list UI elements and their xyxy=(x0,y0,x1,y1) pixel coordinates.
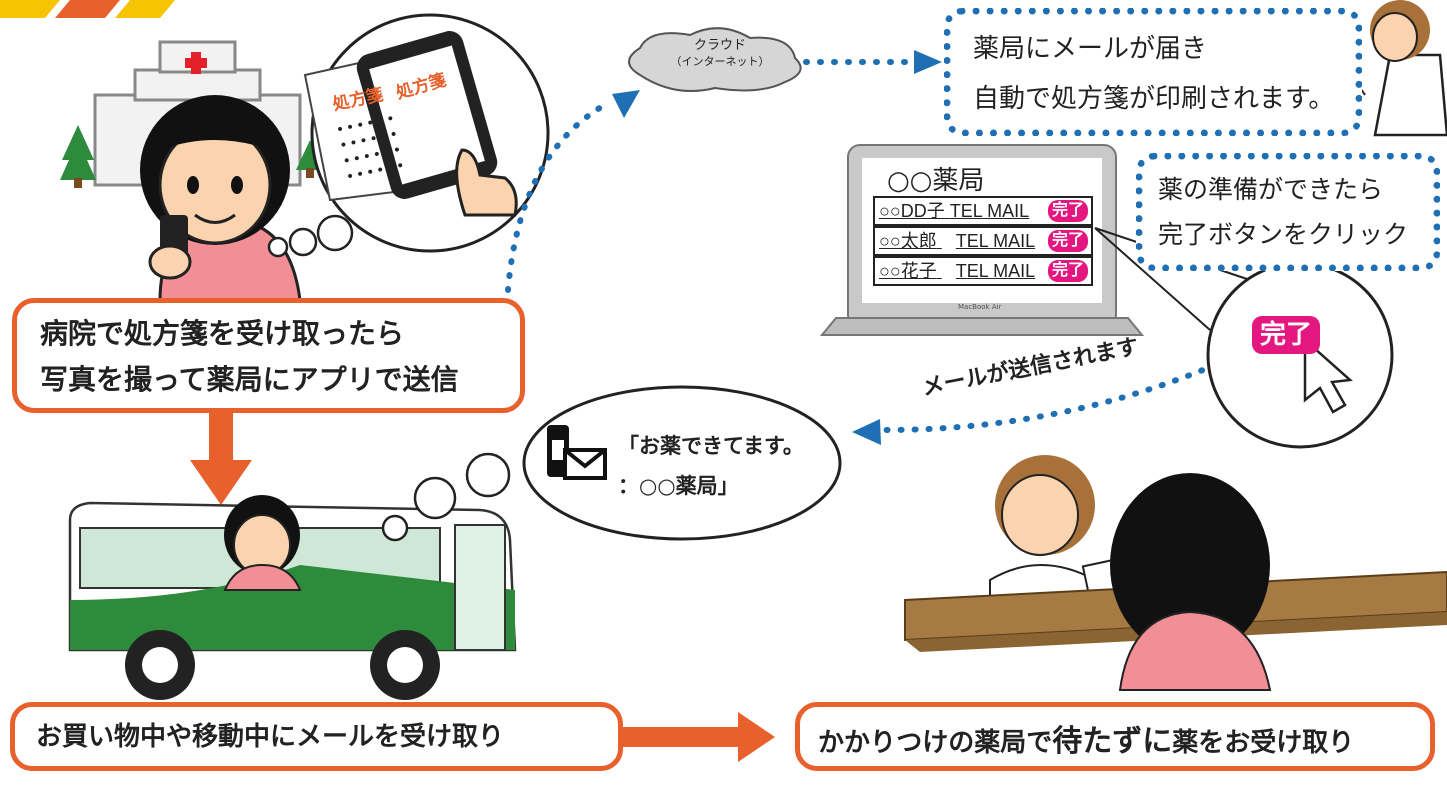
arrow-to-cloud xyxy=(505,99,613,293)
decoration-stripes xyxy=(0,0,175,18)
done-button[interactable]: 完了 xyxy=(1047,260,1088,282)
bus-icon xyxy=(68,452,517,700)
arrow-head-cloud xyxy=(612,90,640,118)
step2-text: お買い物中や移動中にメールを受け取り xyxy=(36,722,505,752)
patient-name: ○○太郎 xyxy=(879,231,937,251)
cloud-label-line2: （インターネット） xyxy=(670,55,770,68)
message-line2: ：○○薬局」 xyxy=(618,474,739,498)
step3-post: 薬をお受け取り xyxy=(1172,728,1355,758)
patient-name: ○○DD子 xyxy=(879,201,945,221)
ready-click-line1: 薬の準備ができたら xyxy=(1158,175,1384,204)
step3-text: かかりつけの薬局で待たずに薬をお受け取り xyxy=(818,716,1354,760)
phone-zoom-circle xyxy=(303,13,550,253)
arrow-head-mail xyxy=(852,419,881,445)
down-arrow xyxy=(190,412,252,505)
step2-box xyxy=(10,702,623,771)
patient-mail[interactable]: MAIL xyxy=(993,231,1036,251)
patient-tel[interactable]: TEL xyxy=(955,261,989,281)
step1-line1: 病院で処方箋を受け取ったら xyxy=(40,317,405,350)
patient-name: ○○花子 xyxy=(879,261,937,281)
laptop-screen: ○○薬局 ○○DD子 TEL MAIL 完了 ○○太郎 TEL MAIL 完了 … xyxy=(873,160,1093,300)
laptop-title: ○○薬局 xyxy=(887,166,985,196)
cursor-icon xyxy=(1303,337,1353,414)
step1-line2: 写真を撮って薬局にアプリで送信 xyxy=(40,363,459,396)
cloud-label: クラウド （インターネット） xyxy=(650,38,790,70)
patient-tel[interactable]: TEL xyxy=(955,231,989,251)
step3-emph: 待たずに xyxy=(1052,724,1173,759)
patient-row[interactable]: ○○太郎 TEL MAIL 完了 xyxy=(873,226,1093,256)
cloud-label-line1: クラウド xyxy=(693,38,746,53)
ready-click-box xyxy=(1136,153,1440,271)
done-button[interactable]: 完了 xyxy=(1047,230,1088,252)
arrow-mail-sent xyxy=(882,362,1218,433)
pharmacy-mail-box xyxy=(944,8,1362,136)
woman-with-phone xyxy=(140,95,302,302)
ready-click-line2: 完了ボタンをクリック xyxy=(1158,220,1409,249)
patient-mail[interactable]: MAIL xyxy=(987,201,1030,221)
step3-box xyxy=(795,702,1435,771)
arrow-head-pharmacy xyxy=(914,50,942,74)
cloud-icon xyxy=(628,27,802,92)
pharmacy-mail-line2: 自動で処方箋が印刷されます。 xyxy=(973,84,1335,114)
message-bubble xyxy=(522,385,842,541)
step1-box xyxy=(12,298,525,413)
right-arrow xyxy=(620,712,775,762)
pharmacist-top xyxy=(1319,0,1447,137)
done-zoom-circle xyxy=(1206,261,1394,449)
pharmacy-mail-line1: 薬局にメールが届き xyxy=(973,34,1208,64)
patient-row[interactable]: ○○花子 TEL MAIL 完了 xyxy=(873,256,1093,286)
patient-tel[interactable]: TEL xyxy=(949,201,983,221)
done-button-zoom[interactable]: 完了 xyxy=(1252,316,1321,354)
step3-pre: かかりつけの薬局で xyxy=(818,728,1053,758)
message-line1: 「お薬できてます。 xyxy=(618,434,804,458)
envelope-icon xyxy=(563,448,607,480)
patient-mail[interactable]: MAIL xyxy=(993,261,1036,281)
patient-row[interactable]: ○○DD子 TEL MAIL 完了 xyxy=(873,196,1093,226)
pharmacy-counter-scene xyxy=(904,455,1447,691)
thought-bubbles xyxy=(267,214,354,258)
laptop-brand: MacBook Air xyxy=(958,303,1002,311)
done-button[interactable]: 完了 xyxy=(1047,200,1088,222)
